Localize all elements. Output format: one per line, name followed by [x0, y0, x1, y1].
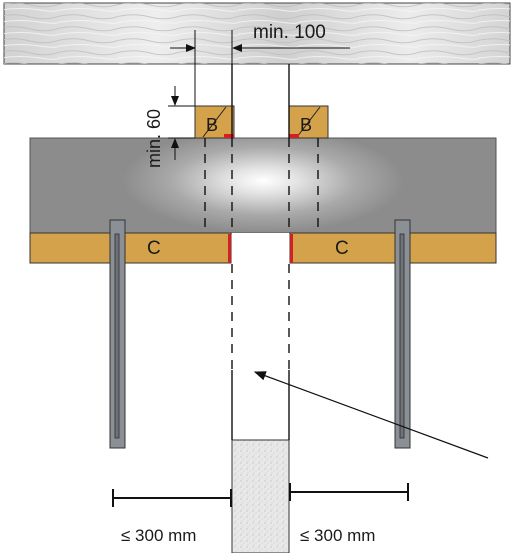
plate-left — [29, 232, 232, 264]
pointer-arrow — [253, 371, 489, 459]
hanger-left — [109, 219, 126, 449]
dimension-side — [168, 86, 195, 160]
hanger-right — [394, 219, 411, 449]
penetration-lines — [231, 64, 290, 440]
block-right — [288, 105, 329, 139]
block-left — [194, 105, 235, 139]
label-block-right: B — [300, 115, 312, 135]
dimension-bottom-left — [112, 489, 232, 507]
slab — [29, 137, 497, 234]
label-dim-bottom-right: ≤ 300 mm — [300, 526, 375, 545]
shaft — [231, 439, 290, 553]
label-dim-bottom-left: ≤ 300 mm — [121, 526, 196, 545]
label-plate-left: C — [147, 238, 161, 259]
dimension-bottom-right — [289, 483, 409, 501]
label-top-dimension: min. 100 — [253, 22, 326, 43]
hidden-lines — [204, 138, 319, 370]
fire-seal-right — [290, 234, 293, 263]
label-plate-right: C — [335, 238, 349, 259]
plate-right — [289, 232, 497, 264]
fire-seal-left — [228, 234, 231, 263]
ceiling — [3, 2, 511, 65]
label-side-dimension: min. 60 — [144, 109, 164, 168]
label-block-left: B — [206, 115, 218, 135]
dimension-top — [170, 30, 350, 106]
